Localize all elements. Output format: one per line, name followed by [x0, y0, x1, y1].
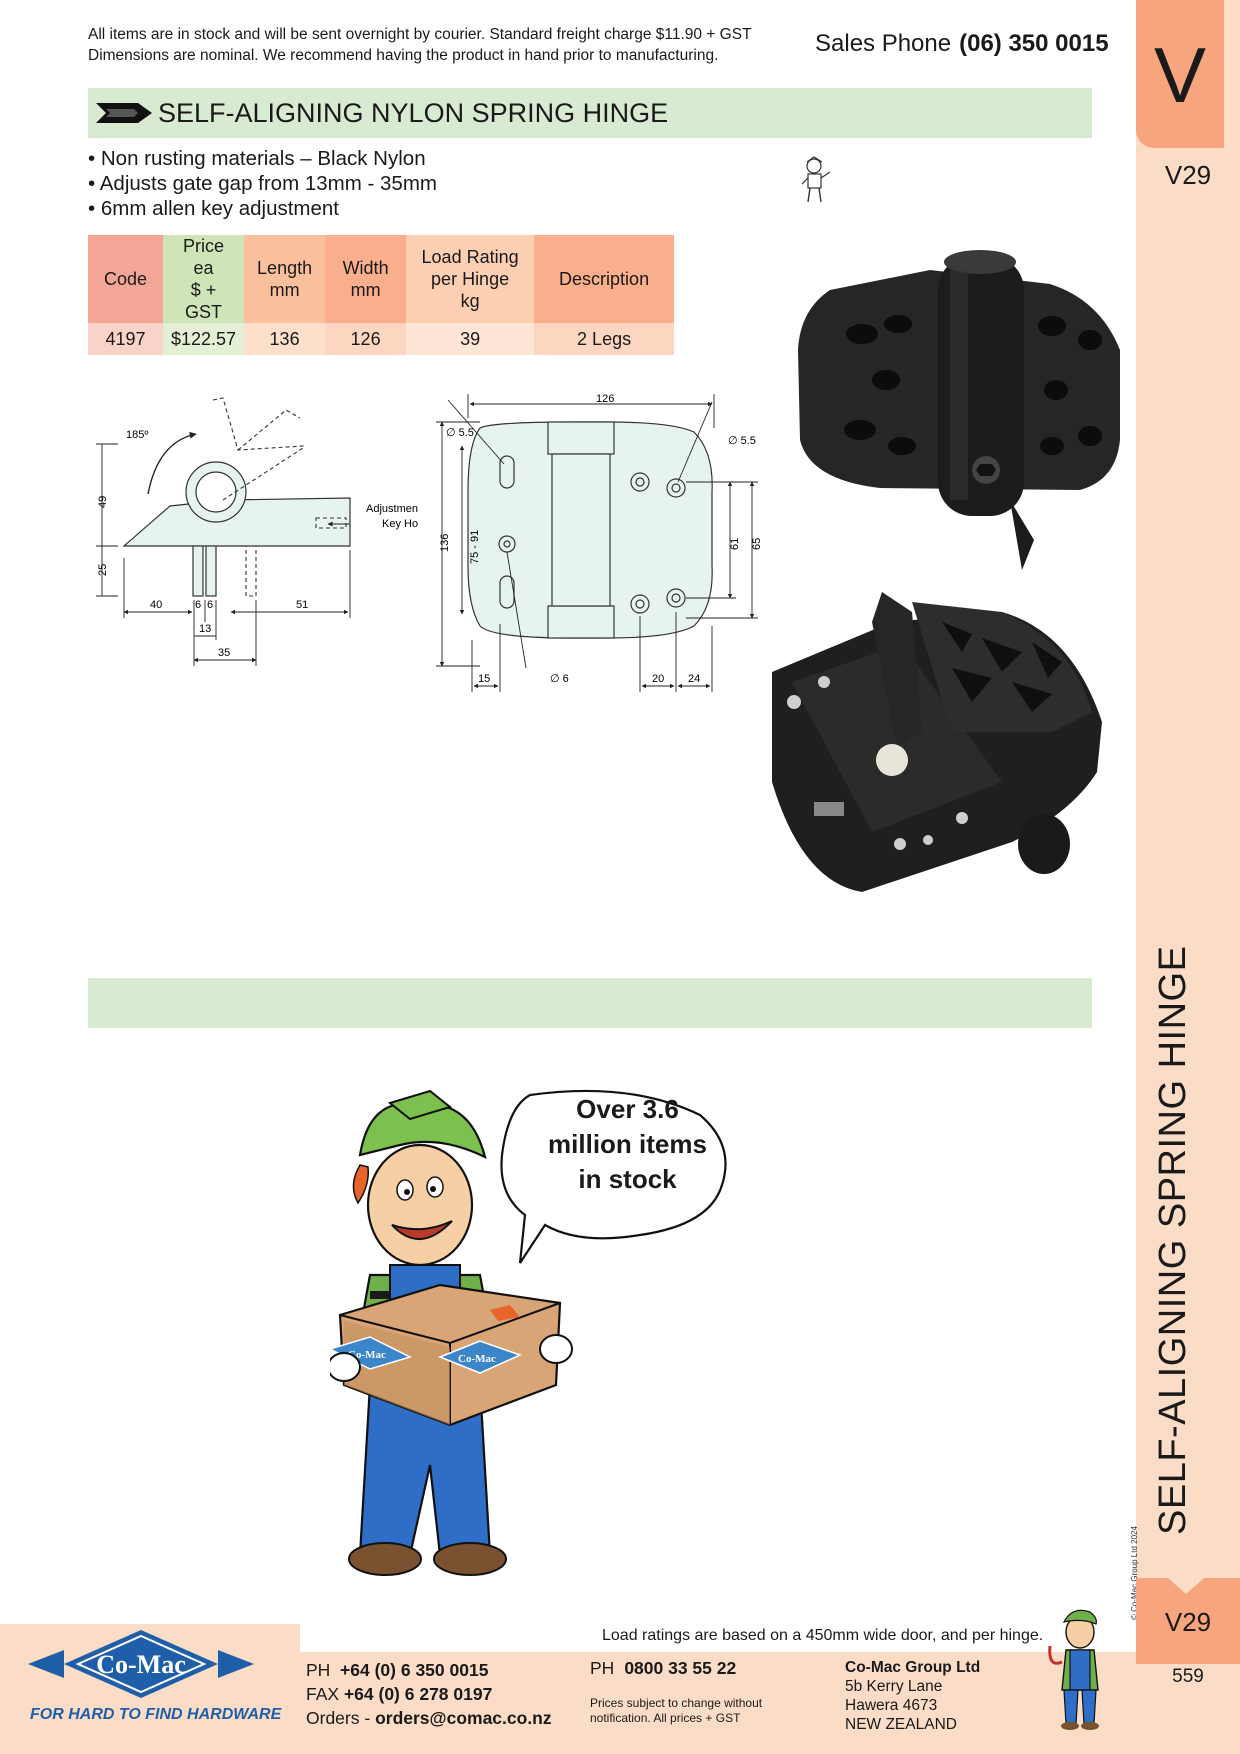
- dim-51: 51: [296, 599, 308, 611]
- cell-code: 4197: [88, 323, 163, 355]
- cell-price: $122.57: [163, 323, 245, 355]
- dim-6b: 6: [207, 599, 213, 611]
- col-description: Description: [534, 235, 675, 323]
- dim-49: 49: [97, 496, 109, 508]
- section-code-top: V29: [1164, 160, 1212, 190]
- comac-logo: Co-Mac: [28, 1630, 254, 1698]
- fax-line: FAX +64 (0) 6 278 0197: [306, 1684, 493, 1704]
- speech-line-1: Over 3.6: [576, 1094, 679, 1124]
- sales-phone-label: Sales Phone: [815, 30, 952, 57]
- mascot-footer-icon: [1048, 1609, 1099, 1730]
- section-notch: [1168, 1578, 1204, 1594]
- company-address: Co-Mac Group Ltd 5b Kerry Lane Hawera 46…: [845, 1658, 980, 1734]
- page-number: 559: [1172, 1666, 1204, 1687]
- section-code-bottom: V29: [1164, 1607, 1212, 1637]
- feature-list: Non rusting materials – Black Nylon Adju…: [88, 146, 437, 221]
- dim-75-91: 75 - 91: [469, 530, 481, 564]
- dim-65: 65: [751, 538, 763, 550]
- dim-6: ∅ 6: [550, 673, 569, 685]
- dim-126: 126: [596, 393, 614, 405]
- address-line: Hawera 4673: [845, 1697, 938, 1714]
- dim-13: 13: [199, 623, 211, 635]
- mascot-small-icon: [801, 156, 831, 203]
- phone-number[interactable]: +64 (0) 6 350 0015: [340, 1660, 489, 1680]
- empty-band: [88, 978, 1092, 1028]
- dim-5-5-right: ∅ 5.5: [728, 435, 756, 447]
- box-logo-right: Co-Mac: [458, 1353, 496, 1365]
- cell-width: 126: [325, 323, 407, 355]
- section-letter: V: [1153, 31, 1207, 119]
- col-price: Price ea$ + GST: [163, 235, 245, 323]
- footer-corner: [260, 1624, 300, 1652]
- fax-number: +64 (0) 6 278 0197: [343, 1684, 493, 1704]
- table-row: 4197 $122.57 136 126 39 2 Legs: [88, 323, 675, 355]
- stock-notice: All items are in stock and will be sent …: [88, 24, 788, 66]
- feature-item: Adjusts gate gap from 13mm - 35mm: [88, 171, 437, 196]
- company-name: Co-Mac Group Ltd: [845, 1659, 981, 1676]
- address-line: 5b Kerry Lane: [845, 1678, 943, 1695]
- notice-line-2: Dimensions are nominal. We recommend hav…: [88, 47, 719, 64]
- hinge-side-drawing: 185º Adjustment Key Hole 49 25 40 6 6 13…: [96, 397, 418, 666]
- dim-61: 61: [729, 538, 741, 550]
- prices-note: Prices subject to change without notific…: [590, 1696, 763, 1725]
- speech-line-3: in stock: [578, 1164, 677, 1194]
- dim-5-5-left: ∅ 5.5: [446, 427, 474, 439]
- tagline: FOR HARD TO FIND HARDWARE: [30, 1706, 282, 1723]
- speech-bubble-text: Over 3.6 million items in stock: [525, 1092, 730, 1197]
- hinge-photo-back: [772, 592, 1102, 892]
- dim-angle: 185º: [126, 429, 148, 441]
- load-rating-note: Load ratings are based on a 450mm wide d…: [602, 1627, 1044, 1644]
- dim-20: 20: [652, 673, 664, 685]
- freephone-number[interactable]: 0800 33 55 22: [624, 1658, 737, 1678]
- side-strip: [1136, 0, 1240, 1754]
- arrow-icon: [96, 103, 152, 123]
- dim-25: 25: [97, 564, 109, 576]
- label-adjustment: Adjustment: [366, 503, 418, 515]
- speech-line-2: million items: [548, 1129, 707, 1159]
- contact-phones: PH +64 (0) 6 350 0015 FAX +64 (0) 6 278 …: [306, 1658, 552, 1730]
- cell-length: 136: [244, 323, 326, 355]
- dim-6a: 6: [195, 599, 201, 611]
- phone-line: PH +64 (0) 6 350 0015: [306, 1660, 489, 1680]
- cell-description: 2 Legs: [534, 323, 675, 355]
- cell-load: 39: [406, 323, 535, 355]
- notice-line-1: All items are in stock and will be sent …: [88, 26, 752, 43]
- dim-136: 136: [439, 534, 451, 552]
- dim-35: 35: [218, 647, 230, 659]
- product-title: SELF-ALIGNING NYLON SPRING HINGE: [158, 98, 669, 128]
- logo-text: Co-Mac: [96, 1650, 186, 1679]
- label-key-hole: Key Hole: [382, 518, 418, 530]
- hinge-front-drawing: 126 ∅ 5.5 ∅ 5.5 136 75 - 91 61 65 15 ∅ 6…: [436, 393, 763, 692]
- feature-item: 6mm allen key adjustment: [88, 196, 437, 221]
- section-tab: [1136, 0, 1224, 148]
- col-code: Code: [88, 235, 163, 323]
- orders-line: Orders - orders@comac.co.nz: [306, 1708, 552, 1728]
- address-line: NEW ZEALAND: [845, 1716, 957, 1733]
- feature-item: Non rusting materials – Black Nylon: [88, 146, 437, 171]
- dim-40: 40: [150, 599, 162, 611]
- hinge-photo-front: [798, 250, 1120, 570]
- side-vertical-title: SELF-ALIGNING SPRING HINGE: [1152, 945, 1194, 1535]
- orders-email[interactable]: orders@comac.co.nz: [375, 1708, 552, 1728]
- mascot-illustration: Co-Mac Co-Mac: [330, 1089, 727, 1576]
- dim-15: 15: [478, 673, 490, 685]
- dim-24: 24: [688, 673, 700, 685]
- product-title-band: [88, 88, 1092, 138]
- sales-phone-number[interactable]: (06) 350 0015: [959, 30, 1109, 57]
- sales-phone: Sales Phone (06) 350 0015: [815, 30, 1109, 58]
